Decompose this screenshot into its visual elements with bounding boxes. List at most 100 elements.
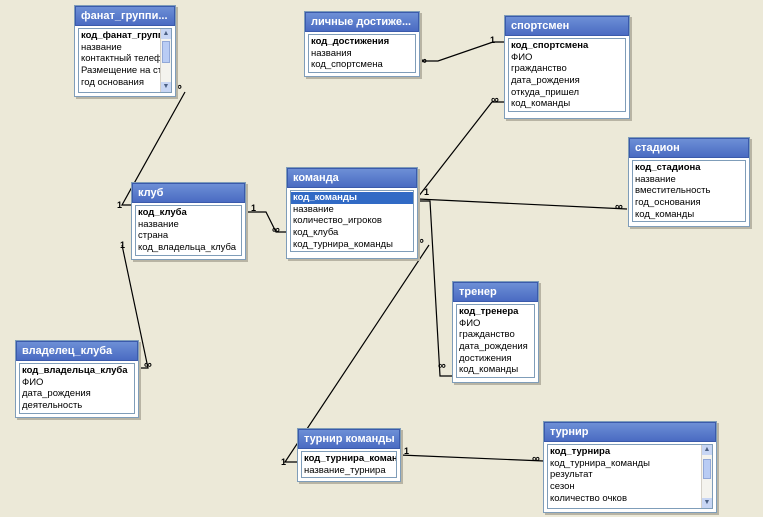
table-turnir[interactable]: турнир код_турнира код_турнира_команды р… (543, 421, 717, 513)
table-title[interactable]: турнир команды (298, 429, 400, 449)
many-label: ∞ (272, 224, 280, 236)
table-title[interactable]: стадион (629, 138, 749, 158)
field-row[interactable]: названия (311, 47, 352, 59)
table-title[interactable]: фанат_группи... (75, 6, 175, 26)
table-title[interactable]: турнир (544, 422, 716, 442)
table-title[interactable]: личные достиже... (305, 12, 419, 32)
one-label: 1 (120, 240, 126, 250)
field-list[interactable]: код_стадиона название вместительность го… (632, 160, 746, 223)
field-list[interactable]: код_спортсмена ФИО гражданство дата_рожд… (508, 38, 626, 113)
table-title[interactable]: тренер (453, 282, 538, 302)
field-row[interactable]: ФИО (511, 51, 533, 63)
field-row[interactable]: Размещение на ста (81, 65, 168, 77)
many-label: ∞ (416, 235, 424, 247)
table-fanat-gruppy[interactable]: фанат_группи... код_фанат_групп название… (74, 5, 176, 97)
field-row[interactable]: код_команды (511, 98, 571, 110)
table-vladelec-kluba[interactable]: владелец_клуба код_владельца_клуба ФИО д… (15, 340, 139, 418)
table-sportsmen[interactable]: спортсмен код_спортсмена ФИО гражданство… (504, 15, 630, 119)
field-row[interactable]: код_команды (635, 208, 695, 220)
field-row[interactable]: гражданство (511, 63, 567, 75)
field-row[interactable]: код_фанат_групп (81, 30, 164, 41)
field-row[interactable]: год основания (81, 76, 144, 88)
field-row[interactable]: количество_игроков (293, 215, 382, 227)
rel-line-komanda-sportsmen (417, 101, 506, 198)
field-row[interactable]: дата_рождения (459, 341, 528, 353)
field-row[interactable]: количество очков (550, 492, 628, 504)
field-row[interactable]: код_спортсмена (311, 59, 383, 71)
field-row[interactable]: код_турнира_команды (293, 238, 393, 250)
field-row[interactable]: деятельность (22, 400, 83, 412)
field-row[interactable]: достижения (459, 352, 512, 364)
field-row[interactable]: результат (550, 469, 593, 481)
table-turnir-komandy[interactable]: турнир команды код_турнира_команды назва… (297, 428, 401, 482)
table-title[interactable]: владелец_клуба (16, 341, 138, 361)
field-row[interactable]: код_владельца_клуба (138, 242, 237, 254)
field-row[interactable]: код_клуба (293, 227, 339, 239)
field-list[interactable]: код_тренера ФИО гражданство дата_рождени… (456, 304, 535, 379)
field-row[interactable]: сезон (550, 481, 575, 493)
one-label: 1 (490, 35, 496, 45)
field-list[interactable]: код_клуба название страна код_владельца_… (135, 205, 242, 256)
scroll-up-icon[interactable]: ▲ (161, 29, 171, 39)
field-row-selected[interactable]: код_команды (291, 192, 413, 204)
field-row[interactable]: вместительность (635, 185, 711, 197)
table-komanda[interactable]: команда код_команды название количество_… (286, 167, 418, 259)
field-row[interactable]: код_команды (459, 364, 519, 376)
vertical-scrollbar[interactable]: ▲ ▼ (701, 445, 712, 508)
field-list[interactable]: код_турнира_команды название_турнира (301, 451, 397, 479)
field-row[interactable]: код_владельца_клуба (22, 365, 128, 376)
field-row[interactable]: контактный телеф (81, 53, 162, 65)
field-row[interactable]: код_спортсмена (511, 40, 589, 51)
field-row[interactable]: дата_рождения (511, 75, 580, 87)
one-label: 1 (424, 187, 430, 197)
field-row[interactable]: название (81, 41, 122, 53)
many-label: ∞ (438, 360, 446, 372)
field-row[interactable]: код_тренера (459, 306, 519, 317)
one-label: 1 (281, 457, 287, 467)
field-row[interactable]: год_основания (635, 197, 701, 209)
rel-line-komanda-turnir-komandy (283, 244, 430, 463)
scroll-up-icon[interactable]: ▲ (702, 445, 712, 455)
scroll-thumb[interactable] (703, 459, 711, 479)
rel-line-komanda-stadion (417, 198, 628, 210)
table-trener[interactable]: тренер код_тренера ФИО гражданство дата_… (452, 281, 539, 383)
field-row[interactable]: код_турнира (550, 446, 611, 457)
one-label: 1 (117, 200, 123, 210)
table-stadion[interactable]: стадион код_стадиона название вместитель… (628, 137, 750, 227)
rel-line-turnir-komandy-turnir (399, 454, 545, 462)
field-row[interactable]: гражданство (459, 329, 515, 341)
many-label: ∞ (144, 359, 152, 371)
field-row[interactable]: название (293, 203, 334, 215)
field-row[interactable]: дата_рождения (22, 388, 91, 400)
table-lichnye-dostizheniya[interactable]: личные достиже... код_достижения названи… (304, 11, 420, 77)
field-list[interactable]: код_владельца_клуба ФИО дата_рождения де… (19, 363, 135, 414)
field-list[interactable]: код_команды название количество_игроков … (290, 190, 414, 253)
vertical-scrollbar[interactable]: ▲ ▼ (160, 29, 171, 92)
field-row[interactable]: код_стадиона (635, 162, 701, 173)
field-row[interactable]: код_турнира_команды (550, 457, 650, 469)
field-row[interactable]: код_достижения (311, 36, 390, 47)
rel-line-fanat-klub (120, 91, 186, 206)
field-row[interactable]: название_турнира (304, 464, 386, 476)
field-list[interactable]: код_достижения названия код_спортсмена (308, 34, 416, 74)
scroll-thumb[interactable] (162, 41, 170, 63)
field-row[interactable]: ФИО (459, 317, 481, 329)
table-title[interactable]: спортсмен (505, 16, 629, 36)
field-row[interactable]: страна (138, 230, 169, 242)
many-label: ∞ (532, 453, 540, 465)
field-row[interactable]: название (635, 173, 676, 185)
field-list[interactable]: код_турнира код_турнира_команды результа… (547, 444, 713, 509)
field-row[interactable]: код_турнира_команды (304, 453, 396, 464)
scroll-down-icon[interactable]: ▼ (161, 82, 171, 92)
field-row[interactable]: ФИО (22, 376, 44, 388)
table-title[interactable]: команда (287, 168, 417, 188)
field-row[interactable]: код_клуба (138, 207, 187, 218)
field-row[interactable]: откуда_пришел (511, 86, 580, 98)
scroll-down-icon[interactable]: ▼ (702, 498, 712, 508)
table-klub[interactable]: клуб код_клуба название страна код_владе… (131, 182, 246, 260)
field-row[interactable]: название (138, 218, 179, 230)
table-title[interactable]: клуб (132, 183, 245, 203)
field-list[interactable]: код_фанат_групп название контактный теле… (78, 28, 172, 93)
many-label: ∞ (419, 55, 427, 67)
